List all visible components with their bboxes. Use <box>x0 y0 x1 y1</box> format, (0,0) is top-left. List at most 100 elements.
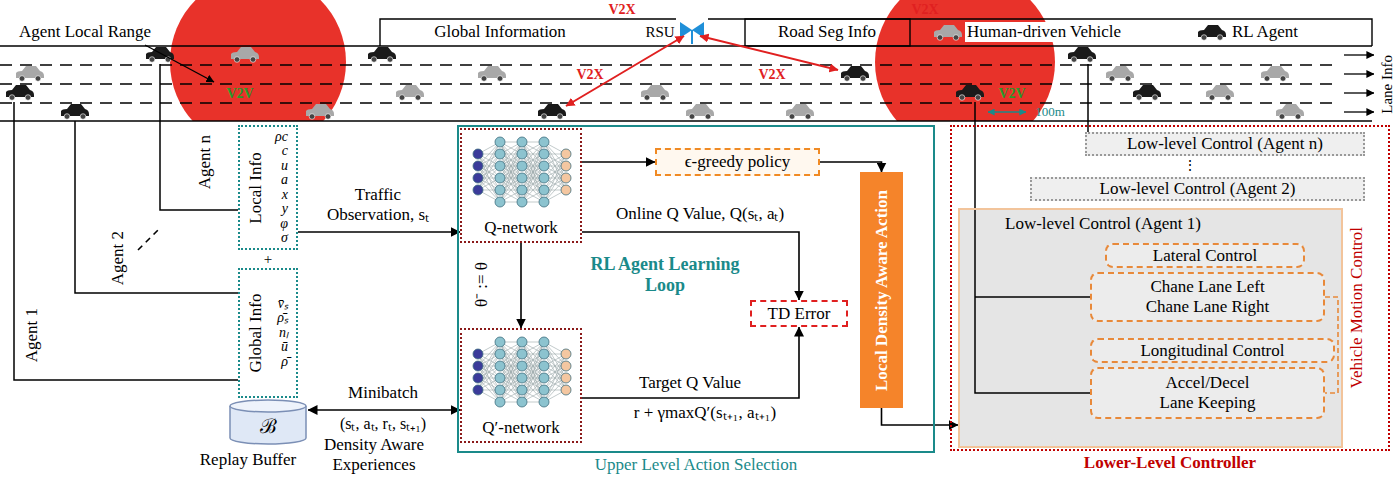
nn-neuron <box>539 397 549 407</box>
nn-neuron <box>495 373 505 383</box>
legend-text: Human-driven Vehicle <box>965 22 1123 42</box>
node-text: Low-level Control (Agent n) <box>1127 134 1323 154</box>
control-header: Longitudinal Control <box>1090 338 1335 363</box>
control-group: Accel/DecelLane Keeping <box>1090 367 1325 419</box>
agent-local-range <box>170 0 346 121</box>
rsu-stem <box>691 30 693 44</box>
car-wheel <box>644 95 650 101</box>
v2x-label: V2X <box>608 2 635 18</box>
nn-weight <box>478 166 500 202</box>
global-info-box: Global Infov̄ₛρ̄ₛnₗūρ̄ <box>238 268 298 398</box>
car-wheel <box>309 114 315 120</box>
node-text: u <box>281 159 288 174</box>
nn-neuron <box>517 185 527 195</box>
nn-weight <box>478 342 500 378</box>
agent-feed <box>160 64 238 210</box>
node-text: v̄ₛ <box>278 297 288 312</box>
edge-label: θ⁻ := θ <box>472 262 492 307</box>
info-label: Global Information <box>434 22 566 42</box>
car-wheel <box>705 114 711 120</box>
car-wheel <box>25 95 31 101</box>
lane-arrow <box>1344 54 1374 55</box>
info-frame <box>708 19 1372 46</box>
car-wheel <box>660 95 666 101</box>
rl-agent-vehicle <box>1133 85 1161 100</box>
distance-arrow <box>988 111 1026 113</box>
car-wheel <box>399 95 405 101</box>
nn-neuron <box>473 185 483 195</box>
human-driven-vehicle <box>396 85 424 100</box>
car-wheel <box>844 76 850 82</box>
nn-neuron <box>561 161 571 171</box>
human-driven-vehicle <box>641 85 669 100</box>
nn-neuron <box>517 385 527 395</box>
node-text: Lateral Control <box>1153 246 1257 266</box>
range-pointer <box>145 45 214 82</box>
distance-label: 100m <box>1035 105 1065 120</box>
car-wheel <box>1264 76 1270 82</box>
rl-agent-vehicle <box>146 47 174 62</box>
nn-neuron <box>561 361 571 371</box>
human-driven-vehicle <box>786 104 814 119</box>
car-wheel <box>805 114 811 120</box>
rl-agent-vehicle <box>368 47 396 62</box>
human-driven-vehicle <box>231 47 259 62</box>
car-wheel <box>1109 76 1115 82</box>
nn-neuron <box>561 173 571 183</box>
node-text: Longitudinal Control <box>1140 341 1284 361</box>
car-wheel <box>1295 114 1301 120</box>
tuple-label: (sₜ, aₜ, rₜ, sₜ₊₁) <box>340 415 426 433</box>
car-wheel <box>1217 35 1223 41</box>
nn-neuron <box>539 385 549 395</box>
car-wheel <box>1071 57 1077 63</box>
road-edge <box>0 120 1372 122</box>
loop-label: RL Agent Learning Loop <box>590 254 740 295</box>
nn-neuron <box>473 373 483 383</box>
node-text: Lower-Level Controller <box>952 453 1388 473</box>
human-driven-vehicle <box>1106 66 1134 81</box>
rl-agent-vehicle <box>538 104 566 119</box>
car-wheel <box>1209 95 1215 101</box>
range-label: Agent Local Range <box>19 22 151 42</box>
lower-level-box: Vehicle Motion ControlLower-Level Contro… <box>950 125 1390 451</box>
car-wheel <box>149 57 155 63</box>
node-text: Vehicle Motion Control <box>1347 227 1367 388</box>
edge-label: Traffic Observation, sₜ <box>313 185 443 224</box>
car-wheel <box>1280 76 1286 82</box>
rsu-wing <box>680 22 692 38</box>
nn-weight <box>478 366 500 402</box>
lane-info-label: Lane Info <box>1379 55 1396 114</box>
car-wheel <box>1279 114 1285 120</box>
connector <box>520 243 522 328</box>
policy-box: ϵ-greedy policy <box>655 148 820 176</box>
edge-label: Target Q Value <box>639 373 741 393</box>
nn-neuron <box>561 149 571 159</box>
nn-neuron <box>495 397 505 407</box>
agent-control-box: Low-level Control (Agent 2) <box>1030 177 1365 201</box>
note-label: Density Aware Experiences <box>313 435 435 474</box>
rsu-label: RSU <box>645 24 674 41</box>
nn-neuron <box>539 137 549 147</box>
rl-agent-vehicle <box>1068 47 1096 62</box>
car-wheel <box>250 57 256 63</box>
nn-neuron <box>517 161 527 171</box>
node-text: ρ̄ₛ <box>277 311 288 326</box>
car-wheel <box>9 95 15 101</box>
human-driven-vehicle <box>686 104 714 119</box>
nn-neuron <box>517 397 527 407</box>
car-wheel <box>860 76 866 82</box>
rl-agent-vehicle <box>956 85 984 100</box>
car-wheel <box>937 35 943 41</box>
car-wheel <box>80 114 86 120</box>
node-text: Global Info <box>246 294 266 373</box>
control-output <box>1087 64 1089 132</box>
neural-network-icon <box>473 137 571 207</box>
node-text: c <box>282 144 288 159</box>
car-wheel <box>481 76 487 82</box>
nn-neuron <box>495 161 505 171</box>
nn-weight <box>544 166 566 202</box>
nn-neuron <box>561 349 571 359</box>
car-wheel <box>953 35 959 41</box>
connector <box>308 409 460 411</box>
